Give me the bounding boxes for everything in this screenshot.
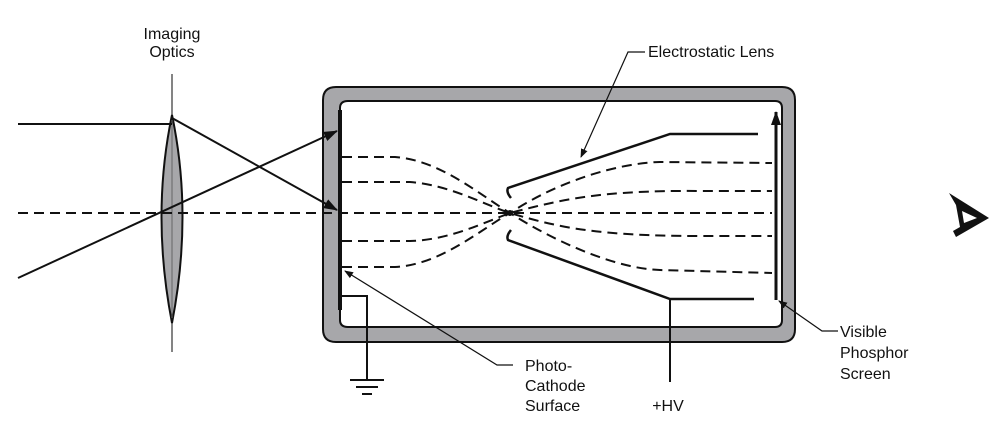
photocathode-leader <box>344 270 513 366</box>
phosphor-label-line1: Visible <box>840 324 887 341</box>
tube-housing <box>322 86 796 343</box>
imaging-optics-label-line2: Optics <box>149 44 194 61</box>
ground-connection <box>342 295 384 395</box>
electrostatic-lens-electrodes <box>506 132 758 301</box>
phosphor-label-line3: Screen <box>840 366 891 383</box>
photocathode-label-line2: Cathode <box>525 378 586 395</box>
phosphor-label-line2: Phosphor <box>840 345 909 362</box>
photocathode-label-line3: Surface <box>525 398 580 415</box>
electrostatic-lens-label: Electrostatic Lens <box>648 44 774 61</box>
phosphor-leader <box>778 300 838 332</box>
hv-label: +HV <box>652 398 684 415</box>
focal-point <box>507 210 513 216</box>
photocathode-label-line1: Photo- <box>525 358 572 375</box>
eye-icon <box>949 193 989 237</box>
imaging-lens <box>160 74 184 352</box>
electrostatic-lens-leader <box>580 51 645 158</box>
imaging-optics-label-line1: Imaging <box>144 26 201 43</box>
light-rays <box>17 117 338 279</box>
